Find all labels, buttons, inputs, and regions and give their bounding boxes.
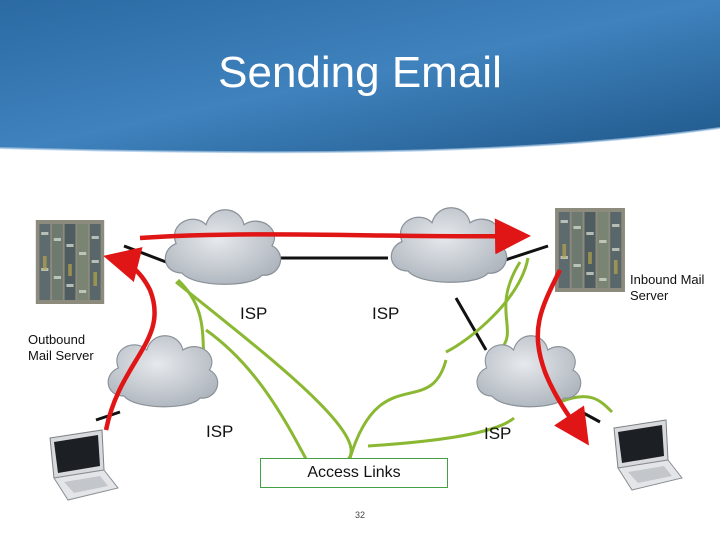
isp-label-top-right: ISP — [372, 304, 400, 323]
slide-header-band — [0, 0, 720, 154]
backbone-link — [454, 297, 488, 351]
page-number: 32 — [354, 510, 365, 520]
outbound-server-label: Outbound Mail Server — [28, 332, 94, 363]
access-link — [205, 328, 314, 471]
outbound-mail-server-icon — [35, 220, 105, 304]
isp-label-bottom-left: ISP — [206, 422, 234, 441]
email-path-top — [139, 218, 531, 255]
access-link — [175, 280, 353, 464]
access-links-box: Access Links — [260, 458, 448, 488]
access-link — [559, 395, 614, 414]
email-path-download — [535, 268, 589, 446]
access-link — [498, 261, 522, 352]
access-link — [445, 257, 530, 354]
inbound-mail-server-icon — [555, 208, 625, 292]
access-link — [348, 359, 448, 459]
backbone-link — [123, 244, 167, 264]
access-link — [367, 416, 515, 448]
recipient-laptop-icon — [613, 419, 683, 491]
inbound-server-label: Inbound Mail Server — [630, 272, 705, 303]
email-path-upload — [103, 247, 157, 431]
isp-label-top-left: ISP — [240, 304, 268, 323]
sender-laptop-icon — [49, 429, 119, 501]
isp-cloud-bottom-left — [107, 335, 219, 408]
isp-cloud-top-right — [390, 207, 508, 283]
access-links-label: Access Links — [307, 464, 401, 481]
isp-cloud-bottom-right — [476, 335, 582, 408]
isp-label-bottom-right: ISP — [484, 424, 512, 443]
backbone-link — [577, 408, 601, 424]
slide-title: Sending Email — [218, 48, 502, 97]
isp-cloud-top-left — [164, 209, 282, 285]
